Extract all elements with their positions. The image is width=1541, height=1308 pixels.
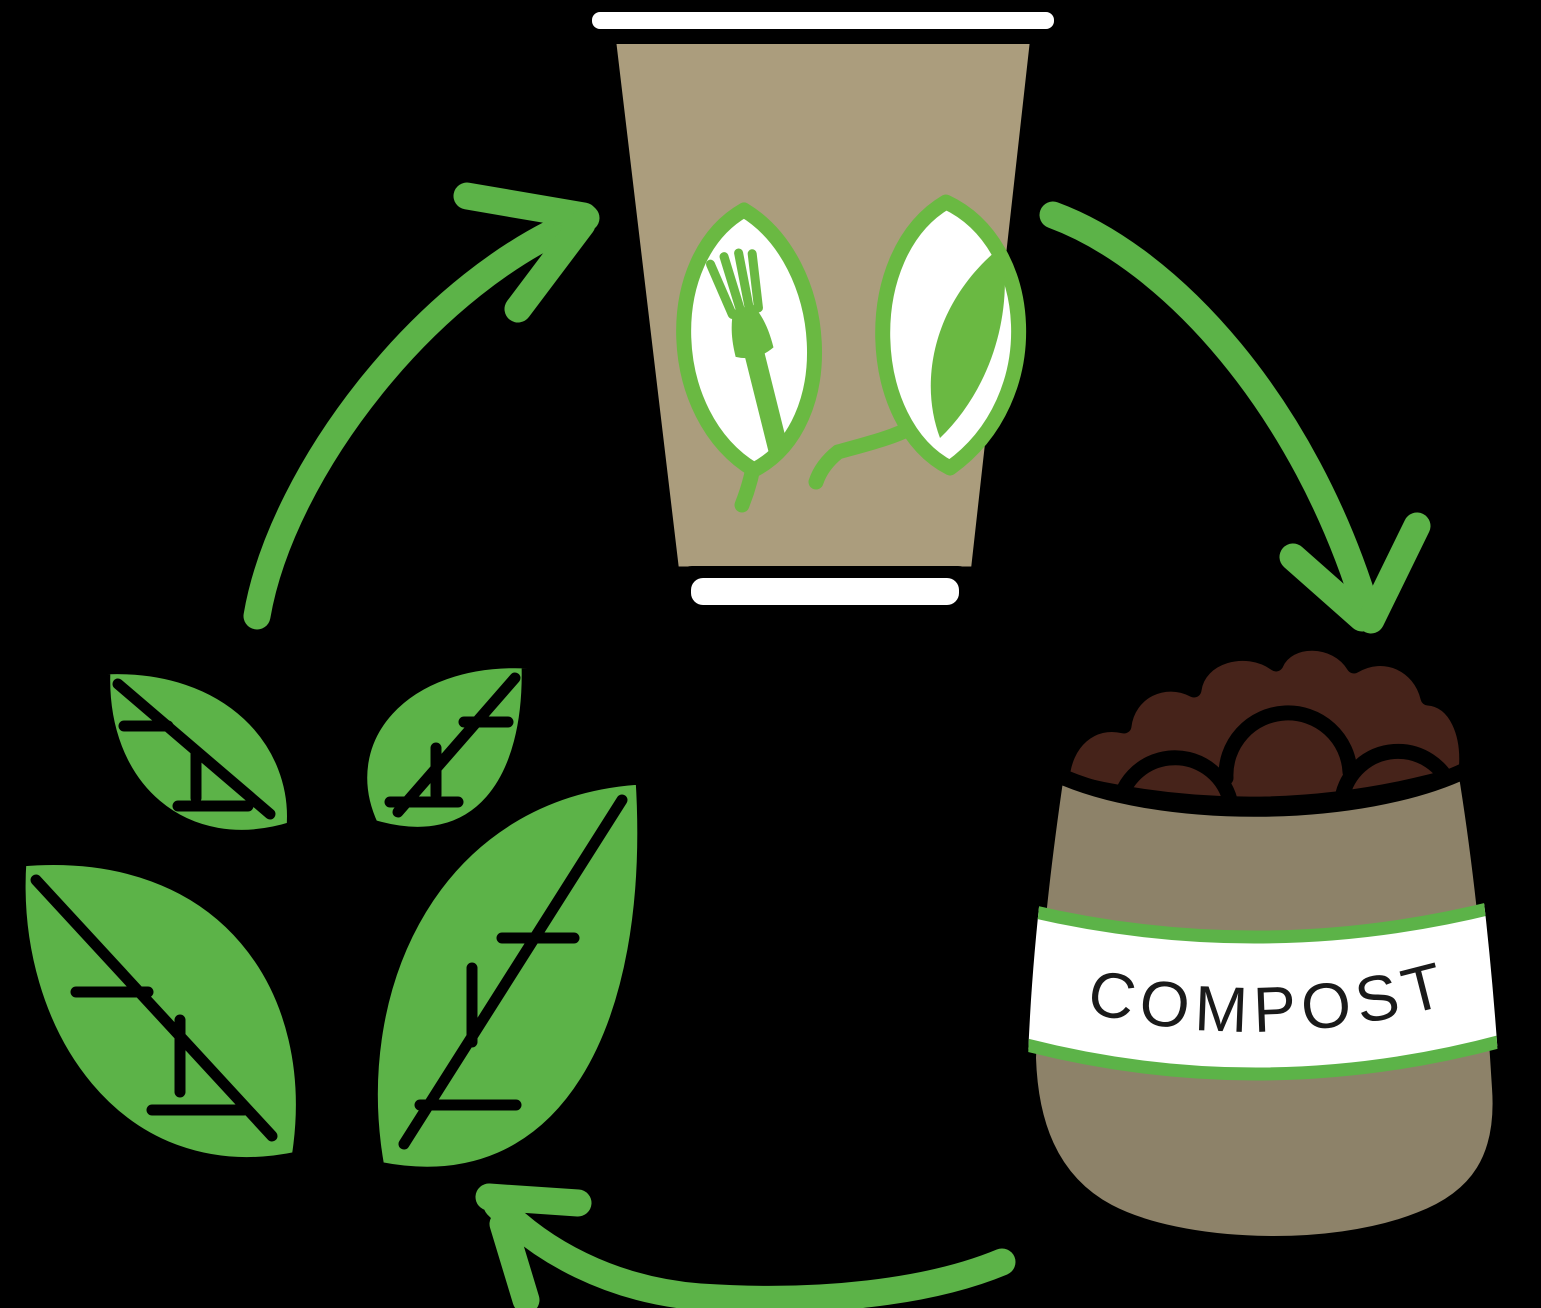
leaf-fork-logo-icon (676, 194, 1026, 513)
curved-arrow-up-right-icon (243, 204, 600, 630)
compost-bag-icon: COMPOST (1020, 635, 1509, 1252)
label-band-white (1028, 896, 1501, 1078)
arrow-cup-to-compost (1039, 201, 1431, 634)
fork-tine (705, 259, 737, 319)
label-band-bottom-stripe (1028, 1029, 1501, 1081)
fork-neck (731, 304, 774, 359)
curved-arrow-down-right-icon (1039, 201, 1381, 626)
fork-tine (734, 248, 754, 313)
plant-upper-branches (290, 818, 375, 884)
arrowhead-barb (1279, 543, 1376, 632)
fork-tine (747, 249, 763, 313)
compostable-cup-icon (578, 2, 1070, 618)
arrowhead-barb (504, 210, 596, 323)
arrowhead-barb (475, 1183, 592, 1217)
leaf-vein (30, 874, 278, 1142)
fork-handle (742, 338, 788, 458)
cup-top-rim-highlight (592, 12, 1054, 29)
leaf-vein (398, 794, 628, 1150)
fork-tine (719, 252, 746, 315)
arrowhead-barb (1357, 512, 1431, 634)
label-band-top-stripe (1028, 895, 1501, 944)
arrowhead-barb (489, 1210, 540, 1308)
soil-lump-arc (1218, 705, 1358, 786)
bag-label-band (1028, 895, 1501, 1081)
arrow-compost-to-plant (475, 1183, 1016, 1308)
curved-arrow-left-icon (483, 1191, 1016, 1308)
arrow-plant-to-cup (243, 182, 600, 630)
leaf-vein (392, 672, 521, 818)
logo-inner-leaf (930, 246, 1005, 438)
plant-leaves-icon (12, 655, 651, 1299)
fork-icon (705, 248, 788, 458)
arrowhead-barb (453, 182, 598, 230)
cup-bottom-rim-highlight (691, 578, 959, 605)
